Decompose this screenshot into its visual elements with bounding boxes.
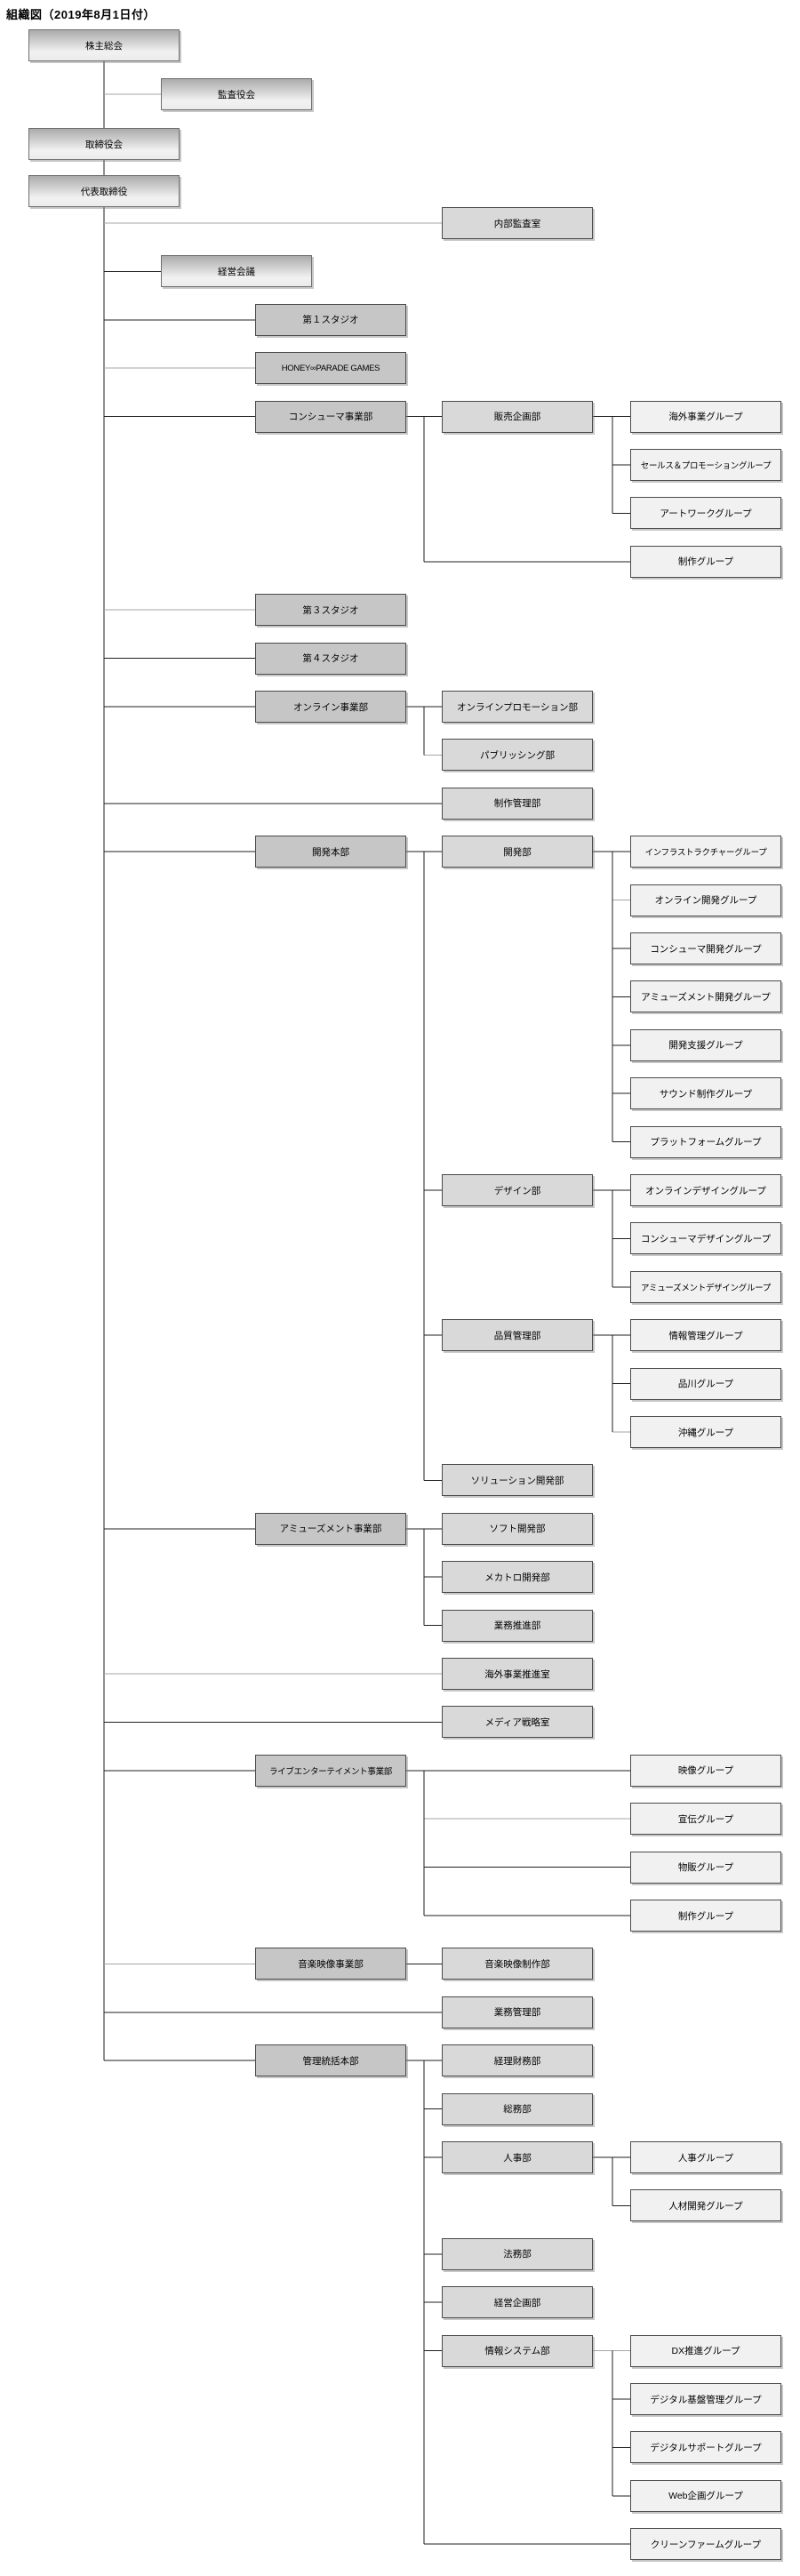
- org-node-dev-support-g: 開発支援グループ: [630, 1028, 781, 1061]
- org-node-sound-g: サウンド制作グループ: [630, 1077, 781, 1110]
- org-node-studio1: 第１スタジオ: [255, 303, 406, 336]
- org-node-jinji: 人事部: [442, 2141, 593, 2173]
- org-node-media-senryaku: メディア戦略室: [442, 1706, 593, 1739]
- org-node-ongaku-seisaku: 音楽映像制作部: [442, 1948, 593, 1980]
- org-node-consumer-dev-g: コンシューマ開発グループ: [630, 932, 781, 964]
- org-node-amusement-design-g: アミューズメントデザイングループ: [630, 1270, 781, 1303]
- org-node-seisaku-kanri: 制作管理部: [442, 787, 593, 820]
- org-node-audit-board: 監査役会: [161, 78, 312, 110]
- org-node-platform-g: プラットフォームグループ: [630, 1125, 781, 1158]
- org-node-shinagawa-g: 品川グループ: [630, 1367, 781, 1400]
- org-node-online-design-g: オンラインデザイングループ: [630, 1174, 781, 1206]
- org-node-jinzai-kaihatsu-g: 人材開発グループ: [630, 2189, 781, 2222]
- org-node-seisaku-g-consumer: 制作グループ: [630, 545, 781, 578]
- org-node-hinshitsu-kanri: 品質管理部: [442, 1319, 593, 1352]
- org-node-web-kikaku-g: Web企画グループ: [630, 2479, 781, 2512]
- org-node-joho-system: 情報システム部: [442, 2334, 593, 2367]
- org-node-okinawa-g: 沖縄グループ: [630, 1416, 781, 1448]
- org-node-ongaku-eizo: 音楽映像事業部: [255, 1948, 406, 1980]
- org-node-studio3: 第３スタジオ: [255, 594, 406, 627]
- org-node-gyomu-suishin: 業務推進部: [442, 1609, 593, 1642]
- org-node-homu: 法務部: [442, 2237, 593, 2270]
- org-node-naibu-kansa: 内部監査室: [442, 207, 593, 239]
- org-node-studio4: 第４スタジオ: [255, 642, 406, 675]
- org-node-digital-kiban-g: デジタル基盤管理グループ: [630, 2383, 781, 2415]
- org-node-live-ent: ライブエンターテイメント事業部: [255, 1754, 406, 1787]
- org-node-design-bu: デザイン部: [442, 1174, 593, 1206]
- org-node-board: 取締役会: [28, 128, 180, 160]
- org-node-kanri-tokatsu: 管理統括本部: [255, 2044, 406, 2077]
- org-node-honey: HONEY∞PARADE GAMES: [255, 352, 406, 385]
- org-node-kaigai-jigyo-g: 海外事業グループ: [630, 400, 781, 433]
- org-node-consumer-biz: コンシューマ事業部: [255, 400, 406, 433]
- org-node-digital-support-g: デジタルサポートグループ: [630, 2431, 781, 2464]
- org-node-amusement-dev-g: アミューズメント開発グループ: [630, 980, 781, 1013]
- org-node-eizo-g: 映像グループ: [630, 1754, 781, 1787]
- org-node-consumer-design-g: コンシューマデザイングループ: [630, 1222, 781, 1255]
- org-node-kaihatsu-honbu: 開発本部: [255, 836, 406, 868]
- org-node-dx-g: DX推進グループ: [630, 2334, 781, 2367]
- org-node-ceo: 代表取締役: [28, 175, 180, 207]
- org-node-mechatro-dev: メカトロ開発部: [442, 1561, 593, 1594]
- org-node-amusement-biz: アミューズメント事業部: [255, 1512, 406, 1545]
- org-node-clean-farm-g: クリーンファームグループ: [630, 2528, 781, 2561]
- org-node-keiei-kikaku: 経営企画部: [442, 2286, 593, 2319]
- org-node-keiri-zaimu: 経理財務部: [442, 2044, 593, 2077]
- org-node-keiei-kaigi: 経営会議: [161, 255, 312, 288]
- org-node-soft-dev: ソフト開発部: [442, 1512, 593, 1545]
- org-node-buppan-g: 物販グループ: [630, 1851, 781, 1884]
- org-node-seisaku-g-live: 制作グループ: [630, 1900, 781, 1932]
- org-node-joho-kanri-g: 情報管理グループ: [630, 1319, 781, 1352]
- org-node-kaihatsu-bu: 開発部: [442, 836, 593, 868]
- org-node-artwork-g: アートワークグループ: [630, 497, 781, 530]
- org-node-online-biz: オンライン事業部: [255, 691, 406, 723]
- org-node-shareholders: 株主総会: [28, 29, 180, 61]
- org-node-senden-g: 宣伝グループ: [630, 1803, 781, 1836]
- org-node-publishing: パブリッシング部: [442, 739, 593, 772]
- org-node-sales-promo-g: セールス＆プロモーショングループ: [630, 449, 781, 481]
- org-node-kaigai-suishin: 海外事業推進室: [442, 1658, 593, 1690]
- page-title: 組織図（2019年8月1日付）: [6, 8, 156, 21]
- org-node-online-dev-g: オンライン開発グループ: [630, 884, 781, 916]
- org-node-infra-g: インフラストラクチャーグループ: [630, 836, 781, 868]
- org-node-somu: 総務部: [442, 2092, 593, 2125]
- org-node-online-promo: オンラインプロモーション部: [442, 691, 593, 723]
- org-node-solution-dev: ソリューション開発部: [442, 1464, 593, 1497]
- org-node-gyomu-kanri: 業務管理部: [442, 1996, 593, 2028]
- org-node-hanbai-kikaku: 販売企画部: [442, 400, 593, 433]
- org-node-jinji-g: 人事グループ: [630, 2141, 781, 2173]
